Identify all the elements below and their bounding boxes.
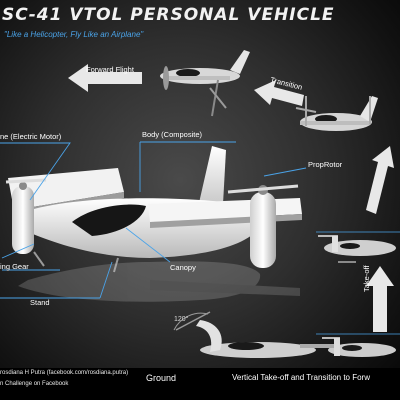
label-engine: ne (Electric Motor) bbox=[0, 132, 62, 141]
transition-arrow-icon bbox=[254, 80, 304, 106]
main-vehicle-icon bbox=[5, 146, 302, 273]
credit-line-1: rosdiana H Putra (facebook.com/rosdiana.… bbox=[0, 370, 129, 376]
label-ground: Ground bbox=[146, 373, 177, 383]
label-canopy: Canopy bbox=[170, 263, 196, 272]
page-subtitle: "Like a Helicopter, Fly Like an Airplane… bbox=[4, 30, 144, 39]
label-body: Body (Composite) bbox=[142, 130, 203, 139]
label-take-off: Take-off bbox=[362, 265, 371, 292]
label-angle: 120° bbox=[174, 316, 189, 323]
main-vehicle-reflection-icon bbox=[18, 261, 300, 302]
label-proprotor: PropRotor bbox=[308, 160, 343, 169]
label-landing-gear: ing Gear bbox=[0, 262, 29, 271]
vehicle-stand-icon bbox=[173, 311, 334, 358]
vehicle-climb-icon bbox=[318, 235, 396, 263]
label-stand: Stand bbox=[30, 298, 50, 307]
forward-flight-arrow-icon bbox=[68, 64, 142, 92]
footer-caption: Vertical Take-off and Transition to Forw bbox=[232, 373, 370, 382]
footer-bar: rosdiana H Putra (facebook.com/rosdiana.… bbox=[0, 368, 400, 400]
leader-lines bbox=[0, 141, 307, 299]
vehicle-ground-icon bbox=[322, 337, 396, 357]
vehicle-transition-icon bbox=[295, 96, 378, 131]
label-forward-flight: Forward Flight bbox=[86, 65, 134, 74]
vehicle-forward-flight-icon bbox=[160, 50, 250, 117]
climb-arrow-icon bbox=[366, 146, 394, 214]
page-title: SC-41 VTOL PERSONAL VEHICLE bbox=[2, 5, 335, 25]
takeoff-arrow-icon bbox=[366, 266, 394, 332]
credit-line-2: n Challenge on Facebook bbox=[0, 381, 69, 387]
guide-lines bbox=[316, 231, 400, 335]
